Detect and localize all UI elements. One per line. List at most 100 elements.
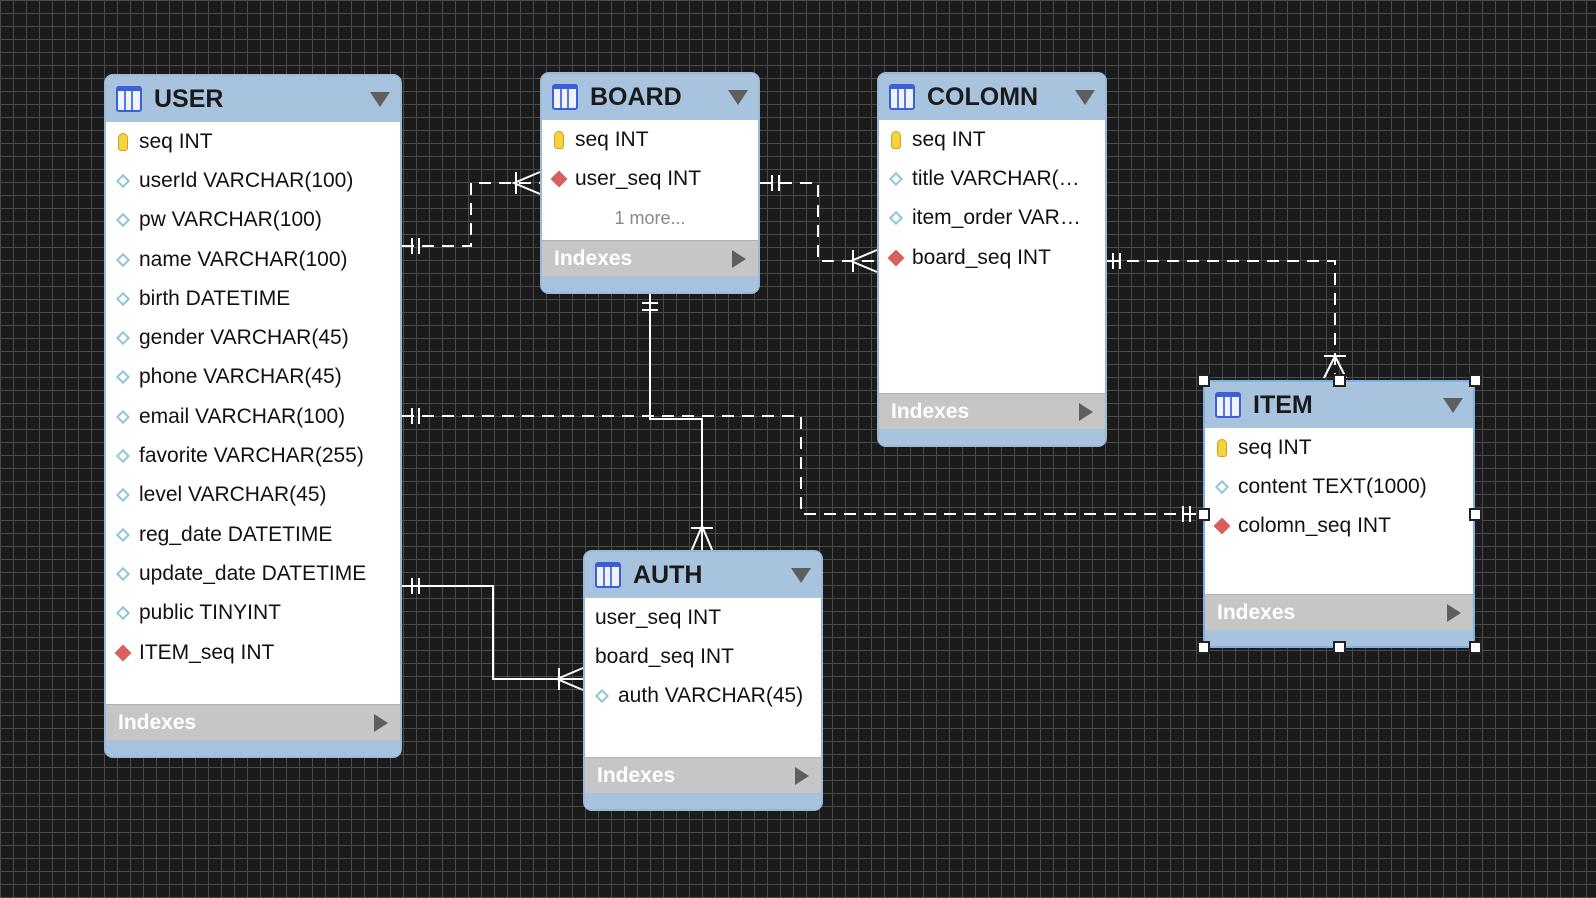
expand-arrow-icon[interactable] [1447,603,1461,622]
column-row[interactable]: update_date DATETIME [106,554,400,593]
collapse-toggle-icon[interactable] [1443,397,1463,413]
table-icon [116,86,142,112]
column-text: seq INT [912,127,986,151]
entity-header[interactable]: USER [106,76,400,122]
column-diamond-icon [1215,480,1229,494]
expand-arrow-icon[interactable] [1079,402,1093,421]
column-row[interactable]: colomn_seq INT [1205,507,1473,546]
column-diamond-icon [116,606,130,620]
column-diamond-icon [889,211,903,225]
rel-board-auth[interactable] [649,294,703,552]
expand-arrow-icon[interactable] [374,713,388,732]
column-text: ITEM_seq INT [139,640,275,664]
column-row[interactable]: gender VARCHAR(45) [106,318,400,357]
entity-title: BOARD [590,82,682,111]
primary-key-icon [1217,438,1227,457]
column-text: colomn_seq INT [1238,514,1391,538]
column-row[interactable]: level VARCHAR(45) [106,476,400,515]
column-row[interactable]: item_order VAR… [879,199,1105,238]
entity-auth[interactable]: AUTH user_seq INT board_seq INT auth VAR… [583,550,823,811]
column-row[interactable]: public TINYINT [106,594,400,633]
column-diamond-icon [116,331,130,345]
column-diamond-icon [889,172,903,186]
indexes-label: Indexes [118,710,197,734]
column-row[interactable]: seq INT [106,122,400,161]
expand-arrow-icon[interactable] [795,766,809,785]
entity-user[interactable]: USER seq INT userId VARCHAR(100) pw VARC… [104,74,402,758]
primary-key-icon [554,130,564,149]
resize-handle-bottom-left[interactable] [1197,641,1210,654]
column-diamond-icon [116,567,130,581]
resize-handle-top-right[interactable] [1469,374,1482,387]
column-text: phone VARCHAR(45) [139,365,342,389]
column-row[interactable]: pw VARCHAR(100) [106,201,400,240]
rel-user-board[interactable] [402,182,540,247]
column-row[interactable]: phone VARCHAR(45) [106,358,400,397]
entity-colomn[interactable]: COLOMN seq INT title VARCHAR(… item_orde… [877,72,1107,447]
column-row[interactable]: userId VARCHAR(100) [106,161,400,200]
resize-handle-bottom[interactable] [1333,641,1346,654]
column-text: content TEXT(1000) [1238,474,1427,498]
column-row[interactable]: email VARCHAR(100) [106,397,400,436]
entity-footer [1205,630,1473,646]
resize-handle-left[interactable] [1197,508,1210,521]
table-icon [1215,392,1241,418]
column-text: seq INT [1238,435,1312,459]
more-columns-link[interactable]: 1 more... [614,207,686,228]
rel-board-colomn[interactable] [760,182,877,262]
column-text: title VARCHAR(… [912,166,1080,190]
collapse-toggle-icon[interactable] [370,91,390,107]
resize-handle-top[interactable] [1333,374,1346,387]
entity-header[interactable]: AUTH [585,552,821,598]
entity-header[interactable]: BOARD [542,74,758,120]
column-row[interactable]: ITEM_seq INT [106,633,400,672]
column-text: board_seq INT [912,245,1051,269]
table-icon [595,562,621,588]
column-row[interactable]: user_seq INT [542,159,758,198]
indexes-bar[interactable]: Indexes [106,704,400,740]
column-text: favorite VARCHAR(255) [139,444,364,468]
indexes-bar[interactable]: Indexes [542,240,758,276]
entity-footer [585,793,821,809]
entity-item[interactable]: ITEM seq INT content TEXT(1000) colomn_s… [1203,380,1475,648]
entity-board[interactable]: BOARD seq INT user_seq INT 1 more... Ind… [540,72,760,294]
column-row[interactable]: seq INT [879,120,1105,159]
rel-user-item[interactable] [402,415,1203,515]
column-row[interactable]: content TEXT(1000) [1205,467,1473,506]
column-list: seq INT user_seq INT 1 more... [542,120,758,240]
foreign-key-icon [1215,519,1229,533]
collapse-toggle-icon[interactable] [791,567,811,583]
expand-arrow-icon[interactable] [732,249,746,268]
column-diamond-icon [595,689,609,703]
column-row[interactable]: board_seq INT [585,637,821,676]
table-icon [552,84,578,110]
resize-handle-right[interactable] [1469,508,1482,521]
resize-handle-top-left[interactable] [1197,374,1210,387]
collapse-toggle-icon[interactable] [728,89,748,105]
column-row[interactable]: seq INT [1205,428,1473,467]
collapse-toggle-icon[interactable] [1075,89,1095,105]
entity-header[interactable]: ITEM [1205,382,1473,428]
column-row[interactable]: title VARCHAR(… [879,159,1105,198]
entity-header[interactable]: COLOMN [879,74,1105,120]
foreign-key-icon [889,251,903,265]
indexes-bar[interactable]: Indexes [585,757,821,793]
column-row[interactable]: auth VARCHAR(45) [585,677,821,716]
column-row[interactable]: name VARCHAR(100) [106,240,400,279]
column-list: seq INT title VARCHAR(… item_order VAR… … [879,120,1105,393]
rel-colomn-item[interactable] [1107,260,1336,378]
column-diamond-icon [116,174,130,188]
column-row[interactable]: seq INT [542,120,758,159]
entity-footer [106,740,400,756]
column-row[interactable]: user_seq INT [585,598,821,637]
column-text: reg_date DATETIME [139,522,333,546]
column-row[interactable]: favorite VARCHAR(255) [106,436,400,475]
column-row[interactable]: birth DATETIME [106,279,400,318]
column-row[interactable]: reg_date DATETIME [106,515,400,554]
column-list: user_seq INT board_seq INT auth VARCHAR(… [585,598,821,757]
resize-handle-bottom-right[interactable] [1469,641,1482,654]
indexes-bar[interactable]: Indexes [1205,594,1473,630]
indexes-bar[interactable]: Indexes [879,393,1105,429]
column-row[interactable]: board_seq INT [879,238,1105,277]
rel-user-auth[interactable] [402,585,583,680]
